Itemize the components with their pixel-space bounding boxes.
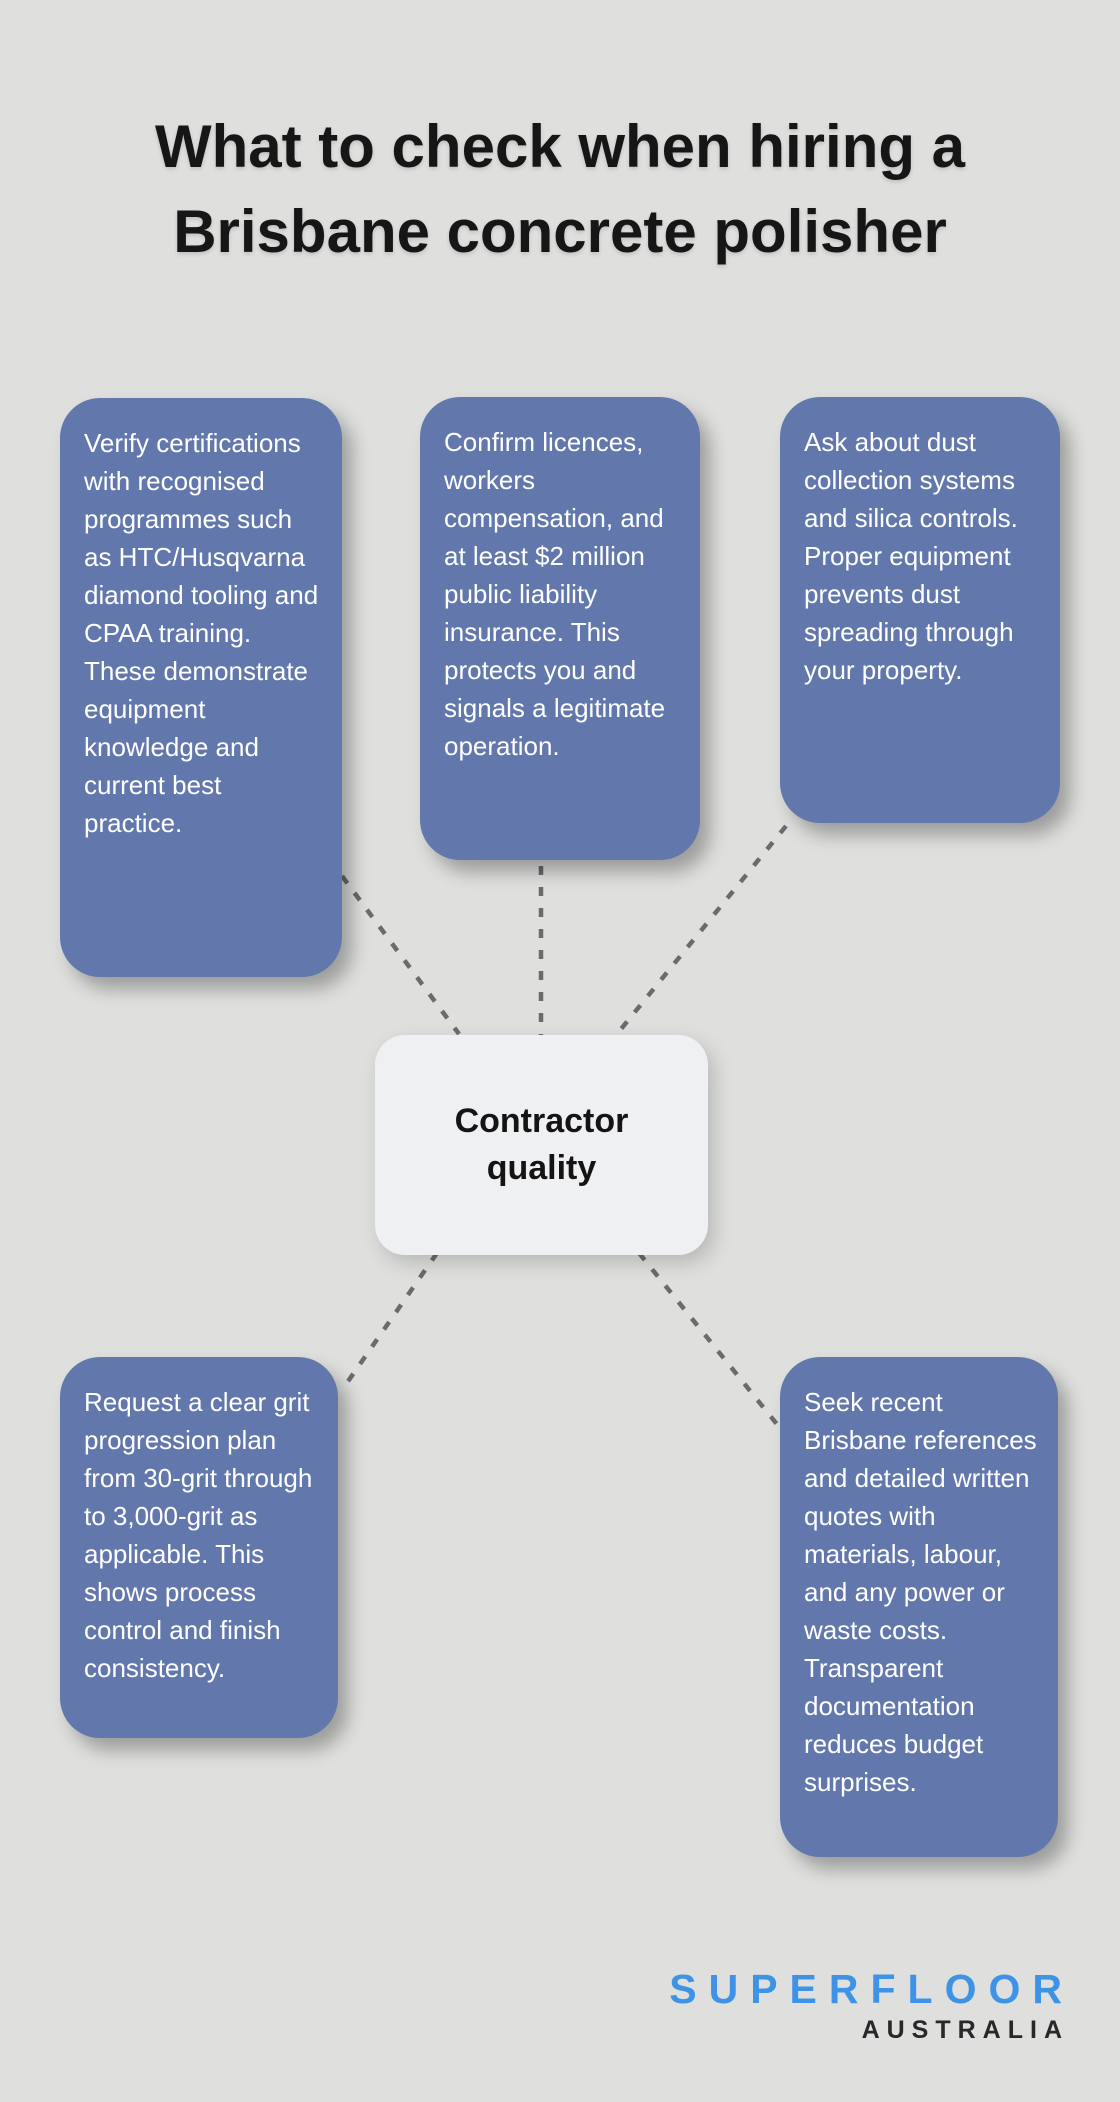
center-node: Contractor quality bbox=[375, 1035, 708, 1255]
connector-bottom-right bbox=[637, 1251, 782, 1430]
branch-card-certifications: Verify certifications with recognised pr… bbox=[60, 398, 342, 977]
center-node-label: Contractor quality bbox=[454, 1102, 629, 1187]
branch-card-dust-control: Ask about dust collection systems and si… bbox=[780, 397, 1060, 823]
branch-card-grit-progression: Request a clear grit progression plan fr… bbox=[60, 1357, 338, 1738]
branch-text-licences-insurance: Confirm licences, workers compensation, … bbox=[444, 427, 666, 761]
branch-card-licences-insurance: Confirm licences, workers compensation, … bbox=[420, 397, 700, 860]
branch-text-references-quotes: Seek recent Brisbane references and deta… bbox=[804, 1387, 1037, 1797]
connector-top-left bbox=[340, 874, 461, 1036]
branch-text-certifications: Verify certifications with recognised pr… bbox=[84, 428, 319, 838]
branch-card-references-quotes: Seek recent Brisbane references and deta… bbox=[780, 1357, 1058, 1857]
page-title: What to check when hiring a Brisbane con… bbox=[154, 113, 966, 266]
branch-text-dust-control: Ask about dust collection systems and si… bbox=[804, 427, 1018, 685]
branch-text-grit-progression: Request a clear grit progression plan fr… bbox=[84, 1387, 313, 1683]
brand-logo-region: AUSTRALIA bbox=[861, 2016, 1069, 2044]
brand-logo-name: SUPERFLOOR bbox=[669, 1966, 1074, 2012]
brand-logo: SUPERFLOOR AUSTRALIA bbox=[669, 1966, 1062, 2045]
connector-bottom-left bbox=[340, 1251, 439, 1392]
